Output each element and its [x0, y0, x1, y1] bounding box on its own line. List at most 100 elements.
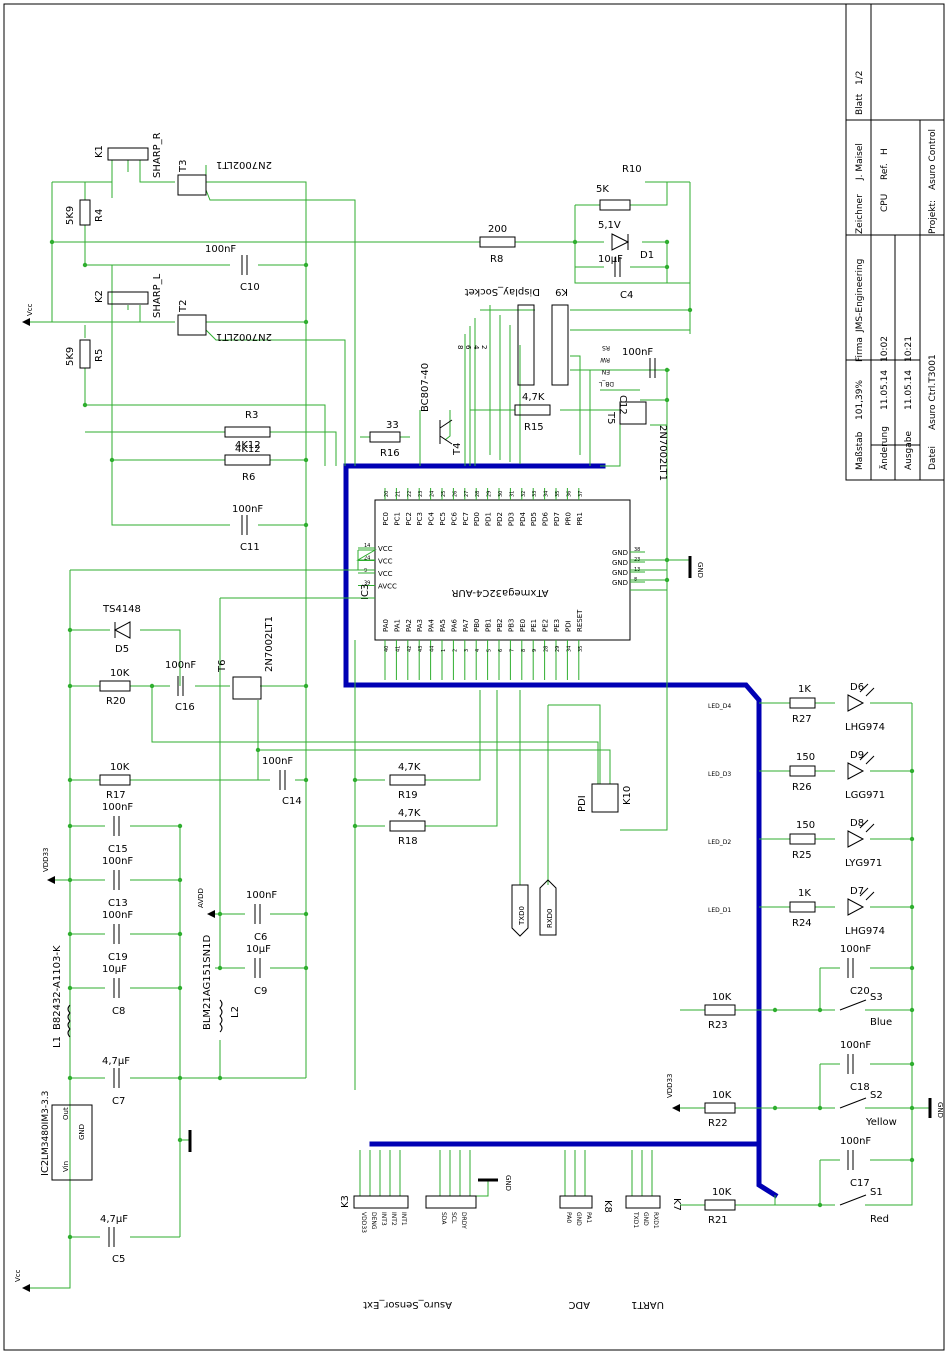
- mcu-pin-number: 28: [475, 491, 481, 497]
- r6-value: 4K12: [235, 440, 261, 451]
- mcu-pin-label: VCC: [378, 545, 393, 553]
- led-d3-net: LED_D3: [708, 771, 731, 778]
- r27-label: R27: [792, 714, 812, 725]
- r26-label: R26: [792, 782, 812, 793]
- project-label: Projekt:: [928, 200, 938, 234]
- cpu-label: CPU: [880, 194, 890, 212]
- connector-k8: K8 PA0 GND PA1: [559, 1195, 613, 1226]
- drawer-value: J. Maisel: [855, 143, 865, 181]
- resistor-r16: 33 R16: [369, 420, 401, 459]
- vcc-arrow-bottom: Vcc: [14, 1269, 30, 1292]
- k1-label: K1: [94, 145, 105, 158]
- t6-label: T6: [217, 660, 228, 673]
- mcu-pin-number: 24: [430, 491, 436, 497]
- k3b-pin-2: DRDY: [460, 1212, 467, 1229]
- resistor-r20: 10K R20: [99, 668, 131, 707]
- r22-label: R22: [708, 1118, 728, 1129]
- mcu-pin-label: PA2: [405, 619, 413, 632]
- led-d1-net: LED_D1: [708, 907, 731, 914]
- mcu-ic3: PC020PC121PC222PC323PC424PC525PC626PC727…: [358, 488, 645, 680]
- change-date: 11.05.14: [880, 370, 890, 410]
- d6-part: LHG974: [845, 722, 885, 733]
- gnd-label-k3: GND: [504, 1175, 512, 1191]
- mcu-pin-label: GND: [612, 579, 628, 587]
- c9-value: 10µF: [246, 944, 271, 955]
- mcu-pin-number: 35: [578, 646, 584, 652]
- switch-s2: 100nF C18 S2 Yellow 10K R22 VDD33 GND: [666, 1040, 944, 1129]
- capacitor-c7: 4,7µF C7: [102, 1056, 130, 1107]
- mcu-pin-label: PD6: [542, 511, 550, 526]
- mcu-pin-number: 5: [487, 649, 493, 652]
- r17-label: R17: [106, 790, 126, 801]
- resistor-r15: 4,7K R15: [514, 392, 551, 433]
- c18-value: 100nF: [840, 1040, 871, 1051]
- connector-k2: K2 SHARP_L: [94, 273, 163, 318]
- d9-part: LGG971: [845, 790, 885, 801]
- title-block: Maßstab 101,39% Firma JMS-Engineering Ze…: [845, 3, 945, 481]
- k2-label: K2: [94, 290, 105, 303]
- capacitor-c19: 100nF C19: [102, 910, 133, 963]
- r4-label: R4: [94, 209, 105, 222]
- mcu-pin-label: VCC: [378, 558, 393, 566]
- change-time: 10:02: [880, 336, 890, 362]
- c6-value: 100nF: [246, 890, 277, 901]
- project-value: Asuro Control: [928, 129, 938, 190]
- ic2-out: Out: [62, 1107, 70, 1120]
- mcu-pin-label: PE1: [530, 619, 538, 632]
- d5-value: TS4148: [102, 604, 141, 615]
- sheet-label: Blatt: [855, 93, 865, 115]
- r24-label: R24: [792, 918, 812, 929]
- d8-label: D8: [850, 818, 864, 829]
- c13-value: 100nF: [102, 856, 133, 867]
- k3-pin-4: INT1: [400, 1212, 407, 1226]
- ic2-label: IC2: [40, 1160, 51, 1176]
- c8-value: 10µF: [102, 964, 127, 975]
- transistor-t6: T6 2N7002LT1: [217, 616, 275, 700]
- k9-right-3: DB_L: [598, 380, 614, 387]
- c9-label: C9: [254, 986, 267, 997]
- scale-value: 101,39%: [855, 380, 865, 420]
- r23-value: 10K: [712, 992, 732, 1003]
- capacitor-c6: 100nF C6: [246, 890, 277, 943]
- connector-k9-display: Display_Socket K9 8 6 4 2 RS RW EN DB_L: [456, 286, 614, 387]
- k9-label: K9: [555, 286, 568, 297]
- mcu-pin-number: 31: [509, 491, 515, 497]
- connector-k7: K7 TXD1 GND RXD1: [625, 1195, 682, 1229]
- mcu-pin-number: 21: [395, 491, 401, 497]
- mcu-pin-number: 38: [634, 547, 640, 553]
- c18-label: C18: [850, 1082, 870, 1093]
- k3-pin-0: VDD33: [360, 1212, 367, 1233]
- capacitor-c4: 10µF C4: [598, 254, 633, 301]
- mcu-pin-label: GND: [612, 549, 628, 557]
- avdd-arrow: AVDD: [197, 888, 215, 918]
- diode-d1: 5,1V D1: [598, 220, 654, 261]
- d1-value: 5,1V: [598, 220, 621, 231]
- c15-value: 100nF: [102, 802, 133, 813]
- mcu-pin-label: PC0: [382, 512, 390, 526]
- capacitor-c9: 10µF C9: [246, 944, 271, 997]
- capacitor-c12: 100nF C12: [617, 347, 656, 415]
- mcu-pin-number: 3: [464, 649, 470, 652]
- s3-color: Blue: [870, 1017, 892, 1028]
- capacitor-c15: 100nF C15: [102, 802, 133, 855]
- t5-label: T5: [605, 411, 616, 424]
- port-rxd0: RXD0: [539, 879, 557, 936]
- asuro-sensor-ext-label: Asuro_Sensor_Ext: [363, 1299, 452, 1310]
- ic2-gnd: GND: [78, 1124, 86, 1140]
- mcu-pin-label: PDI: [564, 620, 572, 632]
- pdi-label: PDI: [577, 795, 588, 812]
- mcu-pin-label: PC2: [405, 512, 413, 526]
- r3-value: 4K12: [235, 444, 261, 455]
- t5-part: 2N7002LT1: [657, 425, 668, 481]
- switch-s3: 100nF C20 S3 Blue 10K R23: [704, 944, 892, 1031]
- gnd-label-mcu: GND: [696, 562, 704, 578]
- ic2-part: LM3480IM3-3.3: [41, 1091, 51, 1160]
- mcu-pin-number: 40: [384, 646, 390, 652]
- resistor-r8: 200 R8: [479, 224, 516, 265]
- vcc-arrow-top: Vcc: [22, 303, 34, 326]
- c11-value: 100nF: [232, 504, 263, 515]
- mcu-pin-label: PB3: [507, 619, 515, 632]
- capacitor-c10: 100nF C10: [205, 244, 260, 293]
- resistor-r10: R10 5K: [596, 164, 642, 211]
